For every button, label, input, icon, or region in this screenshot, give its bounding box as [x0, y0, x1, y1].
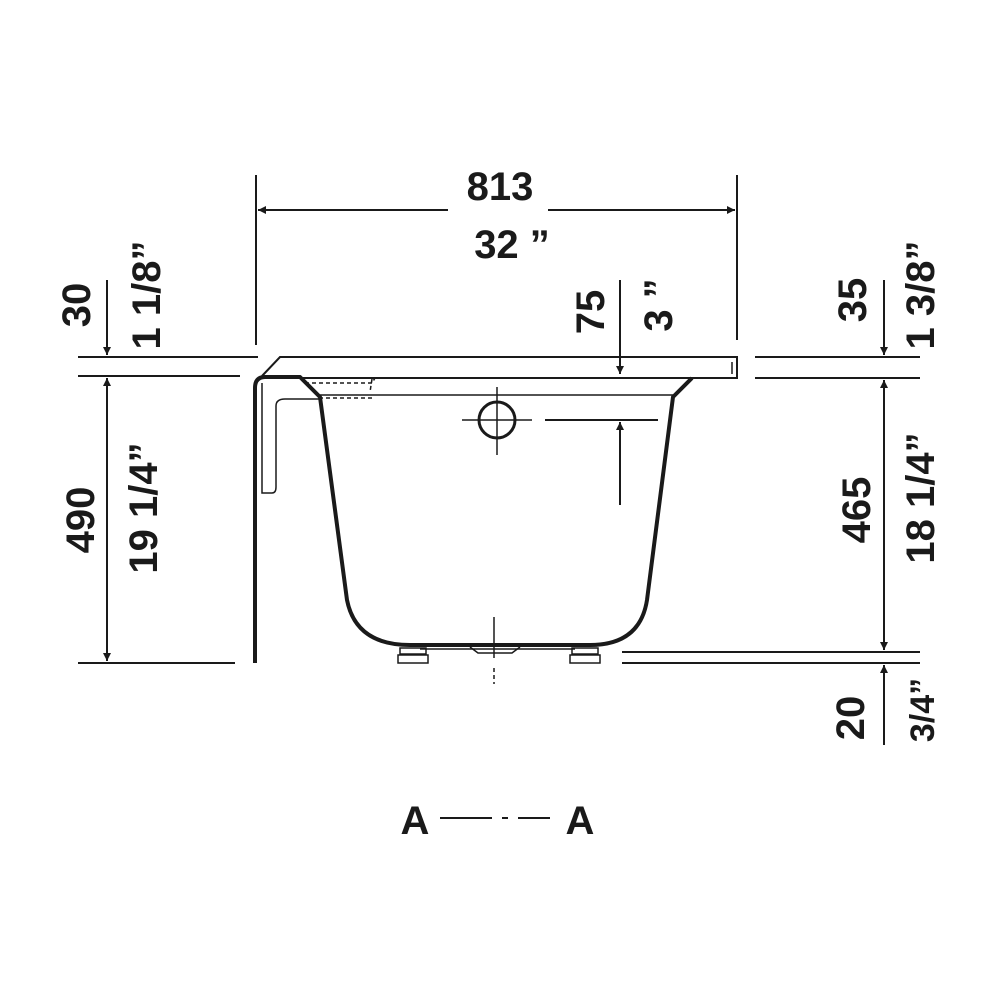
right-height-inch-label: 18 1/4” [899, 432, 943, 563]
tub-outline [253, 356, 738, 684]
section-right-letter: A [566, 799, 595, 843]
width-dimension: 813 32 ” [255, 165, 738, 345]
overflow-inch-label: 3 ” [637, 278, 681, 331]
left-rim-mm-label: 30 [55, 283, 99, 328]
section-label: A A [401, 799, 595, 843]
feet-inch-label: 3/4” [904, 678, 942, 742]
overflow-dimension: 75 3 ” [545, 278, 681, 505]
feet-mm-label: 20 [829, 696, 873, 741]
width-mm-label: 813 [467, 165, 534, 209]
left-dimensions: 30 1 1/8” 490 19 1/4” [55, 241, 258, 664]
width-inch-label: 32 ” [474, 223, 550, 267]
right-rim-inch-label: 1 3/8” [899, 241, 943, 350]
right-dimensions: 35 1 3/8” 465 18 1/4” 20 3/4” [622, 241, 943, 745]
overflow-mm-label: 75 [569, 290, 613, 335]
right-rim-mm-label: 35 [831, 278, 875, 323]
left-height-inch-label: 19 1/4” [122, 442, 166, 573]
section-left-letter: A [401, 799, 430, 843]
right-height-mm-label: 465 [835, 477, 879, 544]
left-height-mm-label: 490 [59, 487, 103, 554]
left-rim-inch-label: 1 1/8” [125, 241, 169, 350]
